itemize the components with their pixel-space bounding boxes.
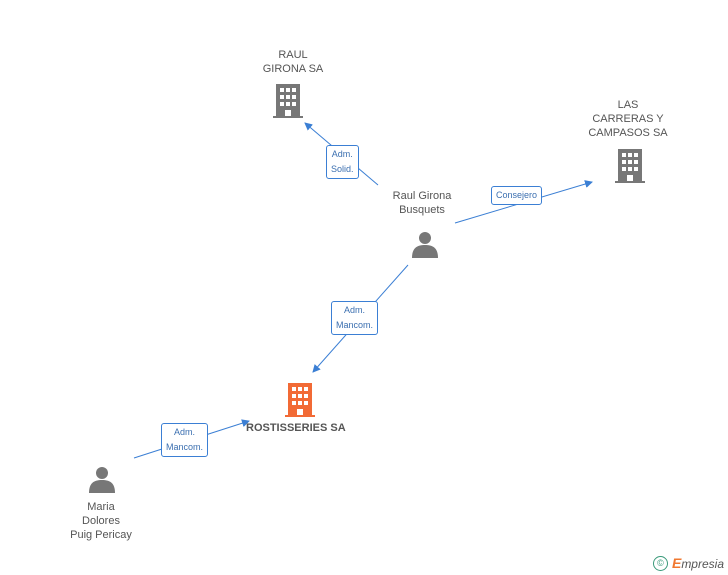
copyright-icon: © xyxy=(652,555,668,571)
edge-label-consejero[interactable]: Consejero xyxy=(491,186,543,205)
edge-label-adm-solid[interactable]: Adm. Solid. xyxy=(326,145,359,179)
edge-label-adm-mancom-2[interactable]: Adm. Mancom. xyxy=(161,423,209,457)
main-company-label[interactable]: ROSTISSERIES SA xyxy=(246,422,346,434)
building-icon[interactable] xyxy=(285,383,315,417)
person-icon[interactable] xyxy=(88,465,116,493)
building-icon[interactable] xyxy=(273,84,303,118)
brand-logo: Empresia xyxy=(671,555,724,571)
footer-brand: © Empresia xyxy=(652,555,724,571)
edge-label-adm-mancom-1[interactable]: Adm. Mancom. xyxy=(331,301,379,335)
company-label-raul-girona-sa[interactable]: RAUL GIRONA SA xyxy=(262,49,324,75)
building-icon[interactable] xyxy=(615,149,645,183)
person-icon[interactable] xyxy=(411,230,439,258)
company-label-las-carreras[interactable]: LAS CARRERAS Y CAMPASOS SA xyxy=(588,99,668,139)
person-label-raul-girona[interactable]: Raul Girona Busquets xyxy=(392,190,452,216)
person-label-maria[interactable]: Maria Dolores Puig Pericay xyxy=(70,501,132,541)
